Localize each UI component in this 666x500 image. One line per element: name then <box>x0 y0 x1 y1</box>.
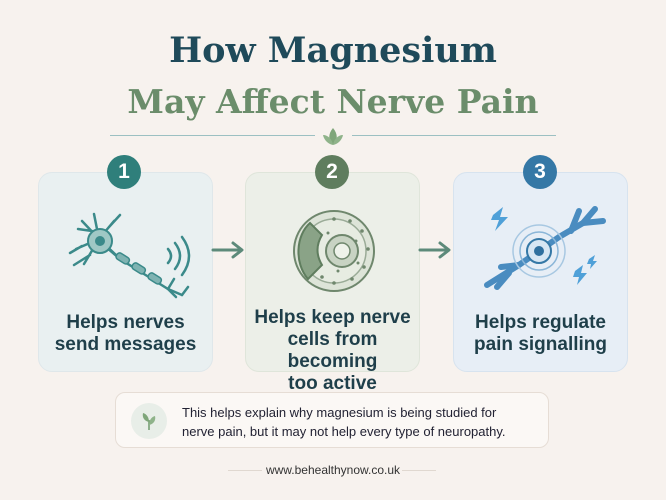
note-text-line: nerve pain, but it may not help every ty… <box>182 424 506 439</box>
step-1-badge: 1 <box>107 155 141 189</box>
step-1-text-line: send messages <box>54 334 197 355</box>
footer-divider-left <box>228 470 262 471</box>
nerve-cell-cross-section-icon <box>293 210 375 292</box>
step-2-badge: 2 <box>315 155 349 189</box>
note-icon-circle <box>131 403 167 439</box>
arrow-right-icon <box>211 241 244 259</box>
title-line-1: How Magnesium <box>169 30 497 71</box>
leaf-icon <box>323 128 343 145</box>
neuron-signal-icon <box>68 212 191 299</box>
step-2-text-line: cells from becoming <box>287 329 378 372</box>
footer-divider-right <box>402 470 436 471</box>
step-3-text-line: pain signalling <box>473 334 607 355</box>
step-card-2: Helps keep nerve cells from becoming too… <box>245 172 420 394</box>
step-3-text: Helps regulate pain signalling <box>454 312 627 356</box>
title-divider-right <box>352 135 556 136</box>
step-card-1: Helps nerves send messages <box>38 172 213 372</box>
footer-website: www.behealthynow.co.uk <box>265 463 401 477</box>
step-3-badge: 3 <box>523 155 557 189</box>
pain-signal-nerve-icon <box>484 206 606 290</box>
title-line-2: May Affect Nerve Pain <box>127 82 539 121</box>
step-card-3: Helps regulate pain signalling <box>453 172 628 372</box>
step-2-text-line: Helps keep nerve <box>254 307 411 328</box>
note-text: This helps explain why magnesium is bein… <box>182 403 538 441</box>
leaf-icon <box>142 413 156 430</box>
note-box: This helps explain why magnesium is bein… <box>115 392 549 448</box>
step-2-text-line: too active <box>288 373 377 394</box>
step-1-text: Helps nerves send messages <box>39 312 212 356</box>
step-2-text: Helps keep nerve cells from becoming too… <box>246 307 419 395</box>
note-text-line: This helps explain why magnesium is bein… <box>182 405 497 420</box>
step-1-text-line: Helps nerves <box>66 312 185 333</box>
title-divider-left <box>110 135 315 136</box>
arrow-right-icon <box>418 241 451 259</box>
step-3-text-line: Helps regulate <box>475 312 606 333</box>
